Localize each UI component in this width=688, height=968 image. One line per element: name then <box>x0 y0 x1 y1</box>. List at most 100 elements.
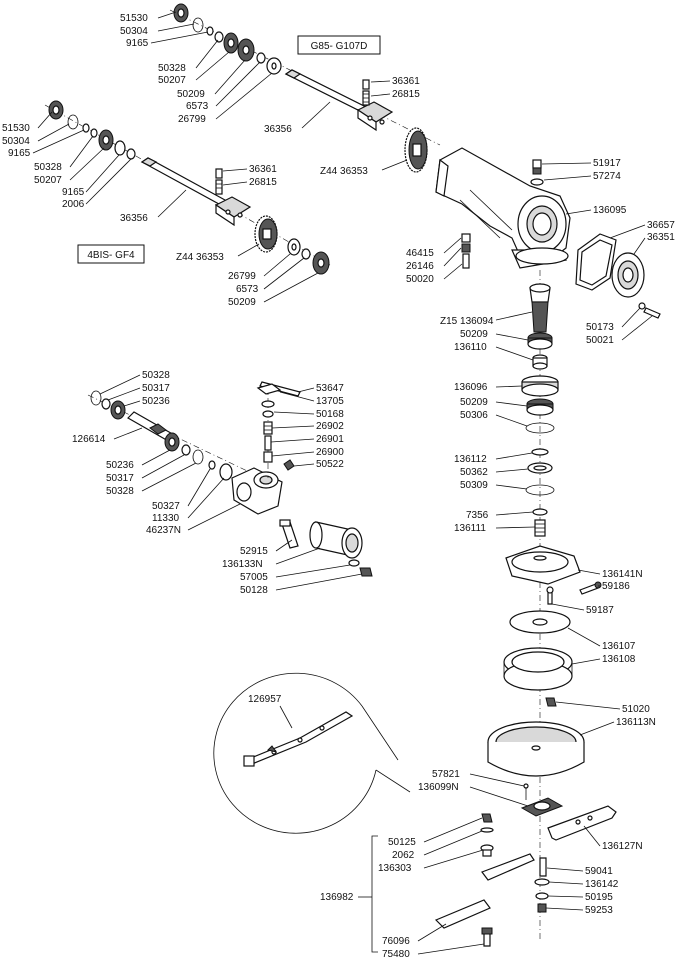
label-52915: 52915 <box>240 546 268 557</box>
label-59187: 59187 <box>586 605 614 616</box>
label-50236-ll-b: 50236 <box>106 460 134 471</box>
label-50317-ll-a: 50317 <box>142 383 170 394</box>
label-26815-mid: 26815 <box>249 177 277 188</box>
label-75480: 75480 <box>382 949 410 960</box>
label-11330: 11330 <box>152 513 180 524</box>
label-36361-mid: 36361 <box>249 164 277 175</box>
label-59186: 59186 <box>602 581 630 592</box>
label-9165-mid-a: 9165 <box>8 148 31 159</box>
label-9165-mid-b: 9165 <box>62 187 85 198</box>
label-50207-top: 50207 <box>158 75 186 86</box>
label-50209-v2: 50209 <box>460 397 488 408</box>
top-shaft-assembly <box>169 3 441 173</box>
label-59253: 59253 <box>585 905 613 916</box>
lower-left-gearbox <box>87 381 373 577</box>
label-9165-top: 9165 <box>126 38 149 49</box>
label-57005: 57005 <box>240 572 268 583</box>
gearbox-housing <box>435 147 661 319</box>
label-50173: 50173 <box>586 322 614 333</box>
vertical-callouts: Z15 136094 50209 136110 136096 50209 503… <box>440 311 536 534</box>
label-50317-ll-b: 50317 <box>106 473 134 484</box>
blade-callouts: 136141N 59186 59187 136107 136108 51020 … <box>320 569 656 960</box>
label-46415: 46415 <box>406 248 434 259</box>
label-50327: 50327 <box>152 501 180 512</box>
label-36356-mid: 36356 <box>120 213 148 224</box>
label-26799-top: 26799 <box>178 114 206 125</box>
housing-callouts: 51917 57274 136095 36657 36351 46415 261… <box>406 158 675 346</box>
label-51020: 51020 <box>622 704 650 715</box>
label-59041: 59041 <box>585 866 613 877</box>
label-51530-mid: 51530 <box>2 123 30 134</box>
label-26146: 26146 <box>406 261 434 272</box>
label-50195: 50195 <box>585 892 613 903</box>
label-50236-ll-a: 50236 <box>142 396 170 407</box>
label-50020: 50020 <box>406 274 434 285</box>
label-26902: 26902 <box>316 421 344 432</box>
label-50209-top: 50209 <box>177 89 205 100</box>
variant-label-top: G85- G107D <box>311 41 368 52</box>
label-136113n: 136113N <box>616 717 656 728</box>
label-57821: 57821 <box>432 769 460 780</box>
variant-box-middle <box>77 244 145 264</box>
label-136133n: 136133N <box>222 559 263 570</box>
label-53647: 53647 <box>316 383 344 394</box>
label-136142: 136142 <box>585 879 619 890</box>
middle-shaft-callouts: 51530 50304 9165 50328 50207 9165 2006 3… <box>2 111 319 308</box>
label-50362: 50362 <box>460 467 488 478</box>
variant-label-middle: 4BIS- GF4 <box>87 250 135 261</box>
label-50304-top: 50304 <box>120 26 148 37</box>
label-z15-136094: Z15 136094 <box>440 316 494 327</box>
label-50328-ll-a: 50328 <box>142 370 170 381</box>
label-50522: 50522 <box>316 459 344 470</box>
label-50328-top: 50328 <box>158 63 186 74</box>
label-50209-mid: 50209 <box>228 297 256 308</box>
label-50125: 50125 <box>388 837 416 848</box>
blade-disc-assembly <box>434 545 617 947</box>
label-36361-top: 36361 <box>392 76 420 87</box>
label-36351: 36351 <box>647 232 675 243</box>
label-2062: 2062 <box>392 850 415 861</box>
label-76096: 76096 <box>382 936 410 947</box>
middle-shaft-assembly <box>44 100 331 275</box>
label-50168: 50168 <box>316 409 344 420</box>
label-136099n: 136099N <box>418 782 459 793</box>
label-50309: 50309 <box>460 480 488 491</box>
label-26900: 26900 <box>316 447 344 458</box>
label-57274: 57274 <box>593 171 621 182</box>
label-136111: 136111 <box>454 523 486 534</box>
label-136108: 136108 <box>602 654 636 665</box>
label-26815-top: 26815 <box>392 89 420 100</box>
label-136303: 136303 <box>378 863 412 874</box>
label-7356: 7356 <box>466 510 489 521</box>
variant-box-top <box>297 35 381 55</box>
vertical-shaft-stack <box>521 270 559 940</box>
label-26799-mid: 26799 <box>228 271 256 282</box>
top-shaft-callouts: 51530 50304 9165 50328 50207 50209 6573 … <box>120 11 420 177</box>
label-z44-36353-mid: Z44 36353 <box>176 252 224 263</box>
label-136096: 136096 <box>454 382 488 393</box>
label-6573-mid: 6573 <box>236 284 259 295</box>
label-50304-mid: 50304 <box>2 136 30 147</box>
label-136112: 136112 <box>454 454 487 465</box>
label-50306: 50306 <box>460 410 488 421</box>
label-6573-top: 6573 <box>186 101 209 112</box>
label-51917: 51917 <box>593 158 621 169</box>
label-51530-top: 51530 <box>120 13 148 24</box>
lower-left-callouts: 50328 50317 50236 126614 50236 50317 503… <box>72 370 363 596</box>
label-136110: 136110 <box>454 342 487 353</box>
label-26901: 26901 <box>316 434 344 445</box>
label-46237n: 46237N <box>146 525 181 536</box>
label-z44-36353-top: Z44 36353 <box>320 166 368 177</box>
label-50021: 50021 <box>586 335 614 346</box>
label-36356-top: 36356 <box>264 124 292 135</box>
label-136141n: 136141N <box>602 569 643 580</box>
label-50128: 50128 <box>240 585 268 596</box>
label-50328-ll-b: 50328 <box>106 486 134 497</box>
label-136127n: 136127N <box>602 841 643 852</box>
label-50209-v1: 50209 <box>460 329 488 340</box>
label-50328-mid: 50328 <box>34 162 62 173</box>
label-136107: 136107 <box>602 641 636 652</box>
label-50207-mid: 50207 <box>34 175 62 186</box>
label-2006-mid: 2006 <box>62 199 85 210</box>
